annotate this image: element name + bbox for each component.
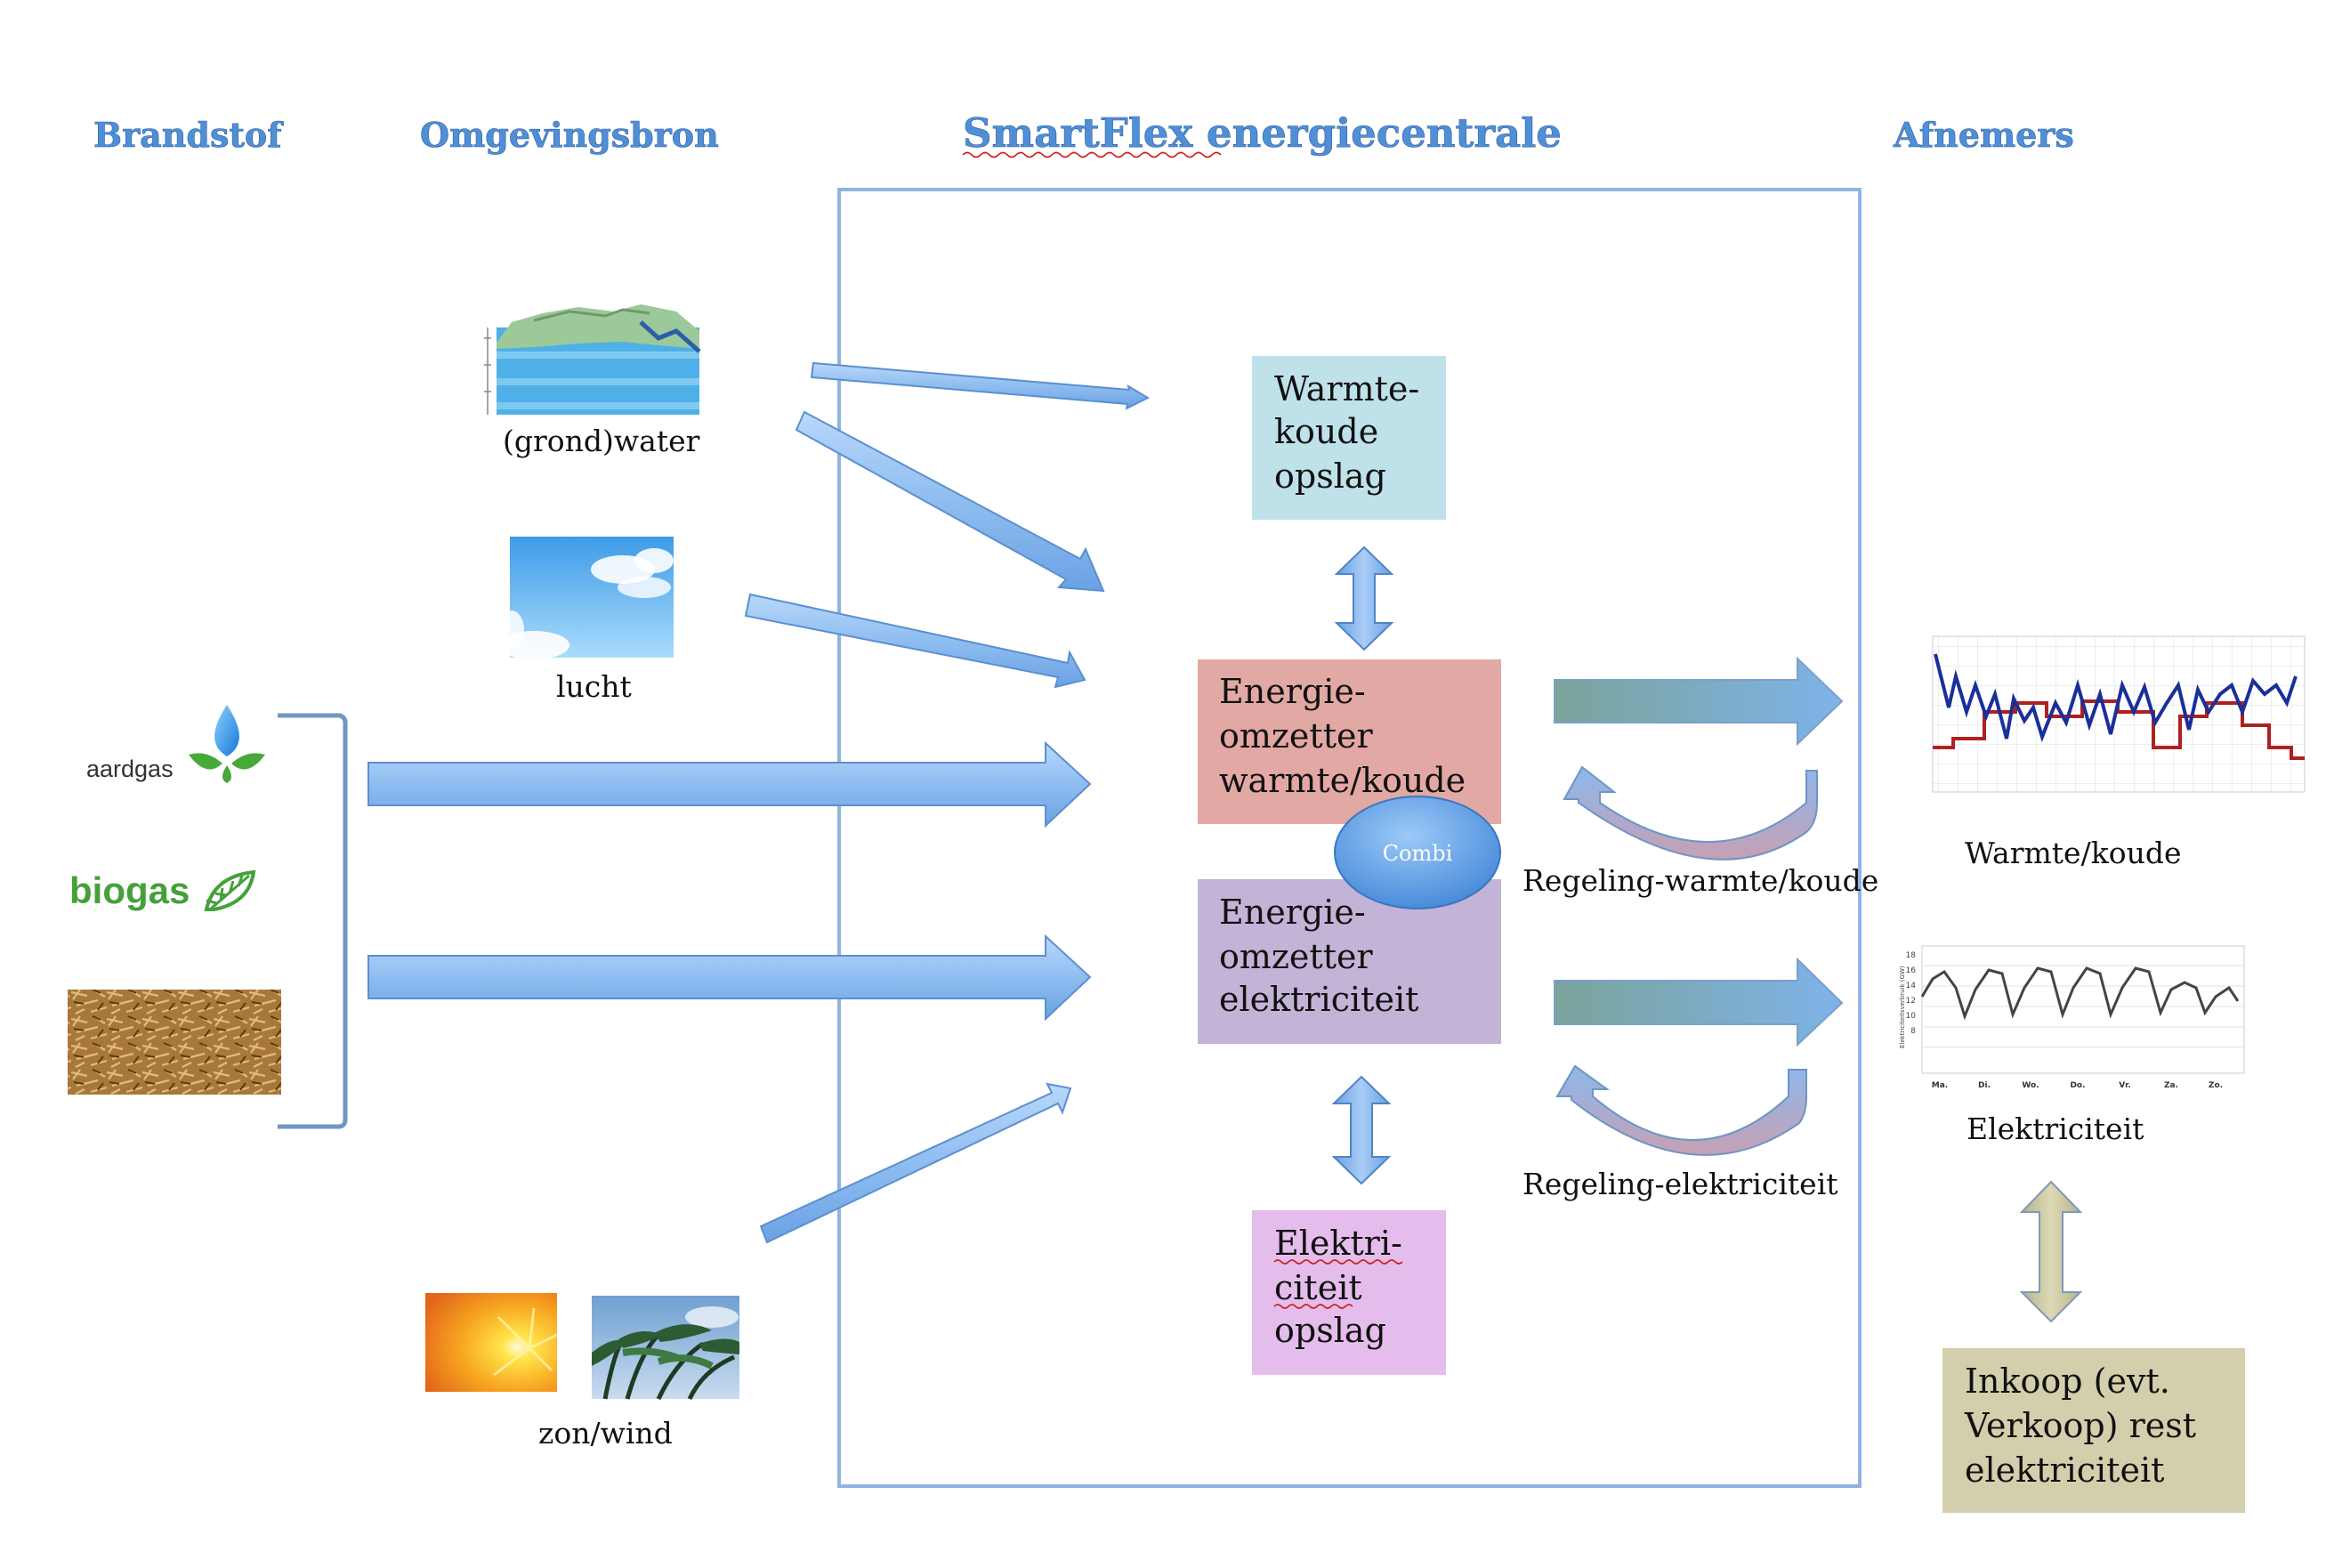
box-omzetter-wk: [1198, 659, 1501, 824]
label-grondwater: (grond)water: [503, 424, 700, 458]
feedback-arrow-wk: [1563, 765, 1818, 861]
spellcheck-squiggle: [1273, 1304, 1353, 1309]
elec-xtick: Ma.: [1932, 1081, 1948, 1090]
arrow-brandstof-to-omzetter-el: [367, 934, 1092, 1022]
elec-ytick: 18: [1906, 951, 1917, 960]
arrow-lucht-to-omzetter: [744, 593, 1086, 689]
label-lucht: lucht: [556, 669, 632, 704]
combi-ellipse: [1334, 796, 1501, 909]
elec-xtick: Za.: [2164, 1081, 2178, 1090]
header-afnemers: Afnemers: [1893, 115, 2074, 155]
elektriciteit-chart: Elektriciteitsverbruik (GW) 18 16 14 12 …: [1899, 945, 2245, 1090]
elec-xtick: Di.: [1978, 1081, 1991, 1090]
arrow-grondwater-to-wko: [810, 361, 1151, 410]
feedback-arrow-el: [1555, 1064, 1807, 1156]
box-omzetter-wk-line2: omzetter: [1219, 716, 1373, 756]
warmte-chart: [1932, 635, 2306, 793]
label-regeling-el: Regeling-elektriciteit: [1522, 1167, 1838, 1201]
spellcheck-squiggle: [962, 151, 1222, 158]
label-consumer-wk: Warmte/koude: [1965, 836, 2181, 870]
box-el-opslag: [1252, 1210, 1446, 1375]
box-wko-line2: koude: [1274, 412, 1378, 451]
arrow-omzetter-wk-to-afnemers: [1554, 656, 1844, 747]
box-inkoop-line2: Verkoop) rest: [1964, 1406, 2196, 1445]
box-omzetter-el: [1198, 879, 1501, 1044]
double-arrow-wko-omzetter: [1334, 546, 1394, 651]
box-omzetter-el-line1: Energie-: [1219, 893, 1366, 932]
groundwater-icon: [484, 304, 701, 415]
label-aardgas: aardgas: [86, 756, 174, 782]
box-el-opslag-line3: opslag: [1274, 1311, 1386, 1350]
arrow-grondwater-to-omzetter: [795, 410, 1105, 593]
header-brandstof: Brandstof: [93, 115, 284, 155]
elec-xtick: Wo.: [2022, 1081, 2039, 1090]
label-zonwind: zon/wind: [538, 1416, 673, 1451]
aardgas-logo: [189, 705, 265, 783]
box-omzetter-wk-line3: warmte/koude: [1219, 761, 1466, 800]
leaf-icon: [204, 869, 256, 911]
box-inkoop-line3: elektriciteit: [1965, 1451, 2164, 1490]
box-omzetter-el-line2: omzetter: [1219, 937, 1373, 976]
box-wko-line1: Warmte-: [1274, 369, 1419, 408]
arrow-omzetter-el-to-afnemers: [1554, 957, 1844, 1047]
wind-icon: [592, 1296, 739, 1401]
box-omzetter-el-line3: elektriciteit: [1219, 980, 1418, 1019]
centrale-frame: [837, 188, 1862, 1488]
fuel-bracket: [278, 713, 348, 1129]
elec-xtick: Vr.: [2119, 1081, 2131, 1090]
elec-ytick: 14: [1906, 982, 1917, 990]
combi-label: Combi: [1383, 841, 1453, 866]
box-el-opslag-line1: Elektri-: [1274, 1224, 1402, 1263]
sky-icon: [498, 537, 674, 659]
arrow-brandstof-to-omzetter-wk: [367, 740, 1092, 828]
elec-ytick: 10: [1906, 1012, 1917, 1021]
box-omzetter-wk-line1: Energie-: [1219, 672, 1366, 711]
box-wko: [1252, 356, 1446, 520]
header-omgevingsbron: Omgevingsbron: [420, 115, 719, 155]
box-inkoop: [1942, 1348, 2245, 1513]
label-regeling-wk: Regeling-warmte/koude: [1522, 863, 1878, 898]
biomass-icon: [68, 990, 281, 1095]
header-centrale: SmartFlex energiecentrale: [963, 109, 1562, 157]
box-wko-line3: opslag: [1274, 457, 1386, 496]
box-el-opslag-line2: citeit: [1274, 1268, 1362, 1307]
label-biogas: biogas: [69, 869, 190, 911]
elec-xtick: Do.: [2070, 1081, 2085, 1090]
elec-chart-ylabel: Elektriciteitsverbruik (GW): [1899, 966, 1906, 1048]
elec-ytick: 12: [1906, 997, 1916, 1006]
sun-icon: [425, 1293, 558, 1392]
double-arrow-elektriciteit-inkoop: [2019, 1180, 2083, 1323]
box-inkoop-line1: Inkoop (evt.: [1965, 1362, 2170, 1401]
spellcheck-squiggle: [1273, 1259, 1403, 1265]
double-arrow-omzetter-elopslag: [1331, 1075, 1392, 1185]
elec-ytick: 8: [1910, 1027, 1916, 1036]
label-consumer-el: Elektriciteit: [1967, 1111, 2144, 1146]
elec-ytick: 16: [1906, 966, 1917, 975]
arrow-zonwind-to-omzetter: [759, 1082, 1072, 1244]
elec-xtick: Zo.: [2209, 1081, 2223, 1090]
